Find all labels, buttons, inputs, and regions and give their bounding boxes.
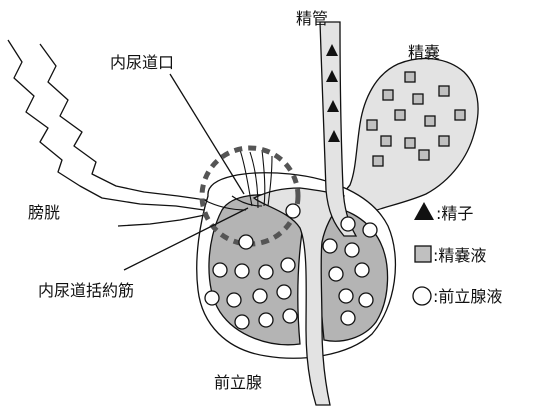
legend-prostatic-fluid-icon: [413, 287, 431, 305]
label-bladder: 膀胱: [28, 203, 60, 222]
seminal-fluid-marker: [439, 136, 449, 146]
seminal-fluid-marker: [405, 138, 415, 148]
legend-sperm-label: :精子: [436, 204, 473, 223]
prostatic-fluid-marker: [253, 289, 267, 303]
prostatic-fluid-marker: [235, 264, 249, 278]
seminal-fluid-marker: [425, 116, 435, 126]
prostatic-fluid-marker: [235, 315, 249, 329]
seminal-fluid-marker: [405, 72, 415, 82]
seminal-fluid-marker: [419, 150, 429, 160]
prostatic-fluid-marker: [205, 291, 219, 305]
prostatic-fluid-marker: [259, 313, 273, 327]
label-vas-deferens: 精管: [296, 9, 328, 28]
legend-sperm-icon: [414, 202, 434, 220]
seminal-fluid-marker: [395, 110, 405, 120]
seminal-fluid-marker: [381, 136, 391, 146]
prostatic-fluid-marker: [341, 311, 355, 325]
prostatic-fluid-marker: [283, 309, 297, 323]
seminal-fluid-marker: [413, 94, 423, 104]
prostatic-fluid-marker: [239, 235, 253, 249]
legend-prostatic-fluid-label: :前立腺液: [433, 287, 502, 306]
prostatic-fluid-marker: [227, 293, 241, 307]
legend-seminal-fluid-label: :精嚢液: [433, 246, 486, 265]
label-seminal-vesicle: 精嚢: [408, 43, 440, 62]
prostatic-fluid-marker: [359, 293, 373, 307]
seminal-fluid-marker: [367, 120, 377, 130]
prostatic-fluid-marker: [341, 217, 355, 231]
prostatic-fluid-marker: [339, 289, 353, 303]
prostatic-fluid-marker: [213, 263, 227, 277]
seminal-fluid-marker: [383, 90, 393, 100]
prostatic-fluid-marker: [286, 204, 300, 218]
label-prostate: 前立腺: [214, 373, 262, 392]
prostatic-fluid-marker: [345, 243, 359, 257]
seminal-fluid-marker: [439, 86, 449, 96]
prostatic-fluid-marker: [355, 263, 369, 277]
seminal-fluid-marker: [455, 110, 465, 120]
prostatic-fluid-marker: [277, 285, 291, 299]
prostatic-fluid-marker: [329, 267, 343, 281]
prostatic-fluid-marker: [323, 239, 337, 253]
label-internal-urethral-orifice: 内尿道口: [110, 53, 174, 72]
seminal-fluid-marker: [373, 156, 383, 166]
prostatic-fluid-marker: [259, 265, 273, 279]
label-internal-urethral-sphincter: 内尿道括約筋: [38, 281, 134, 300]
legend: :精子 :精嚢液 :前立腺液: [413, 202, 502, 306]
legend-seminal-fluid-icon: [415, 246, 431, 262]
prostatic-fluid-marker: [363, 223, 377, 237]
prostatic-fluid-marker: [281, 258, 295, 272]
